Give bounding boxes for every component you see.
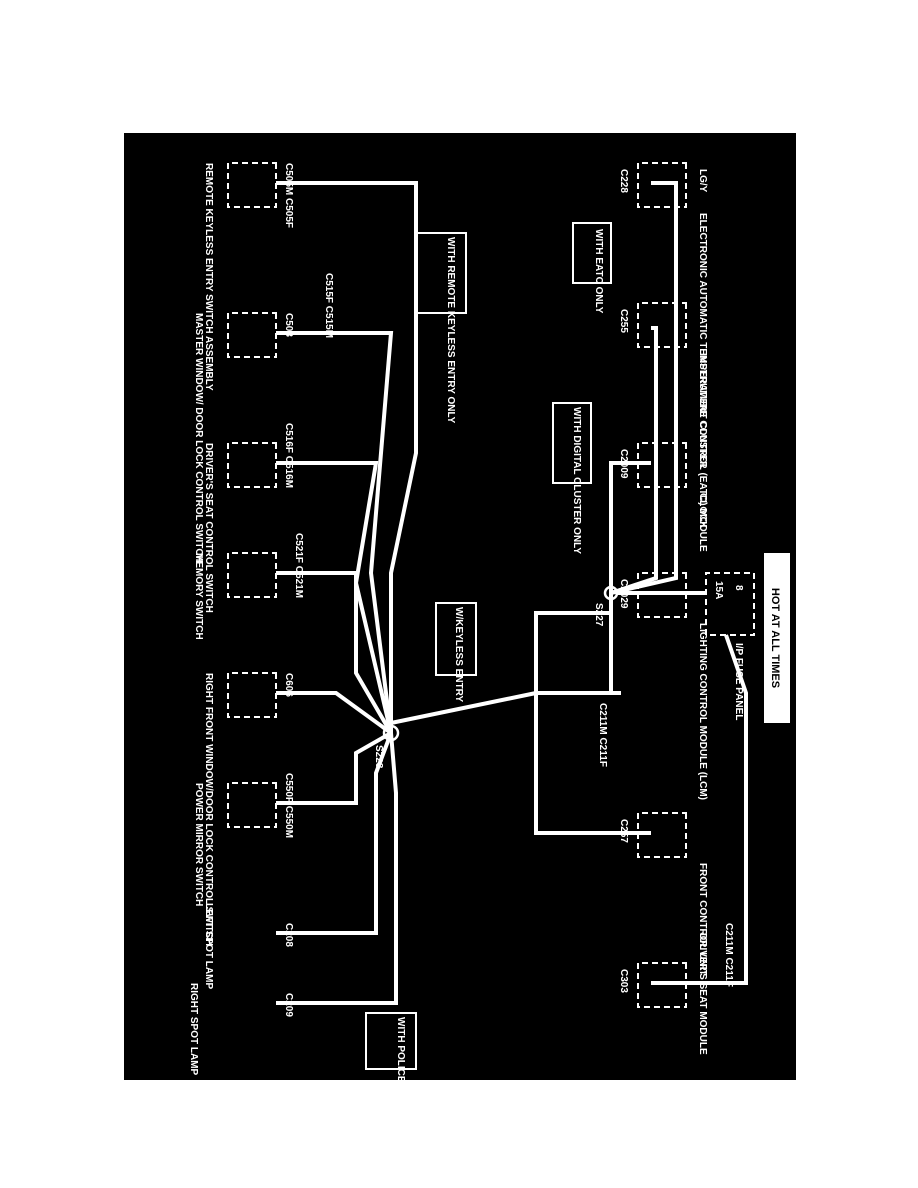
- callout-digital-box: [552, 402, 592, 484]
- wire-to-seat-module: [651, 634, 748, 985]
- master-window-box: [227, 312, 277, 358]
- memory-name: MEMORY SWITCH: [193, 553, 204, 640]
- hot-at-all-times-label: HOT AT ALL TIMES: [769, 588, 781, 688]
- lcm-box: [637, 572, 687, 618]
- wiring-diagram-panel: HOT AT ALL TIMES 8 15A I/P FUSE PANEL S2…: [124, 133, 796, 1080]
- left-spot-connector: C208: [283, 923, 294, 947]
- seat-switch-name: DRIVER'S SEAT CONTROL SWITCH: [203, 443, 214, 613]
- splice-s228-label: S228: [373, 745, 384, 769]
- fcu-connector: C257: [618, 819, 629, 843]
- memory-box: [227, 552, 277, 598]
- wire-to-remote-keyless: [276, 181, 418, 733]
- eatc-box: [637, 162, 687, 208]
- wire-to-mirror: [276, 731, 392, 805]
- rf-window-name: RIGHT FRONT WINDOW/DOOR LOCK CONTROL SWI…: [203, 673, 214, 946]
- c211-lower-label: C211M C211F: [723, 923, 734, 987]
- callout-eatc-box: [572, 222, 612, 284]
- rf-window-connector: C606: [283, 673, 294, 697]
- eatc-name: ELECTRONIC AUTOMATIC TEMPERATURE CONTROL…: [697, 213, 708, 552]
- eatc-connector: C228: [618, 169, 629, 193]
- fuse-panel-label: I/P FUSE PANEL: [733, 643, 744, 720]
- seat-switch-box: [227, 442, 277, 488]
- seat-module-box: [637, 962, 687, 1008]
- cluster-box: [637, 302, 687, 348]
- eatc-wire-color: LG/Y: [697, 169, 708, 193]
- right-spot-connector: C209: [283, 993, 294, 1017]
- callout-keyless-box: [435, 602, 477, 676]
- lcm-connector: C2029: [618, 579, 629, 609]
- callout-eatc: WITH EATC ONLY: [593, 229, 604, 314]
- fcu-box: [637, 812, 687, 858]
- wire-to-rf-window: [276, 691, 393, 735]
- wire-to-fcu: [534, 593, 651, 835]
- c211-upper-label: C211M C211F: [597, 703, 608, 767]
- clock-connector: C2009: [618, 449, 629, 479]
- callout-police-box: [365, 1012, 417, 1070]
- wire-to-right-spot: [276, 732, 398, 1005]
- seat-switch-connector: C516F C516M: [283, 423, 294, 488]
- seat-module-name: DRIVER'S SEAT MODULE: [697, 933, 708, 1055]
- cluster-name: INSTRUMENT CLUSTER: [697, 353, 708, 469]
- callout-remote-keyless-box: [415, 232, 467, 314]
- wire-to-s228: [390, 691, 537, 725]
- callout-remote-keyless: WITH REMOTE KEYLESS ENTRY ONLY: [445, 237, 456, 424]
- rf-window-box: [227, 672, 277, 718]
- fcu-name: FRONT CONTROL UNIT: [697, 863, 708, 976]
- wiring-diagram: HOT AT ALL TIMES 8 15A I/P FUSE PANEL S2…: [188, 162, 790, 1080]
- callout-digital-cluster: WITH DIGITAL CLUSTER ONLY: [571, 407, 582, 554]
- clock-box: [637, 442, 687, 488]
- master-window-name: MASTER WINDOW/ DOOR LOCK CONTROL SWITCH: [193, 313, 204, 563]
- master-window-connector: C503: [283, 313, 294, 337]
- wire-to-memory: [276, 571, 393, 735]
- wire-to-eatc: [610, 181, 678, 595]
- cluster-connector: C255: [618, 309, 629, 333]
- remote-keyless-box: [227, 162, 277, 208]
- fuse-panel-box: [705, 572, 755, 636]
- wire-to-left-spot: [276, 732, 393, 935]
- right-spot-name: RIGHT SPOT LAMP: [188, 983, 199, 1076]
- memory-connector: C521F C521M: [293, 533, 304, 598]
- hot-at-all-times-box: [764, 553, 790, 723]
- lcm-name: LIGHTING CONTROL MODULE (LCM): [697, 623, 708, 800]
- fuse-rating-label: 15A: [713, 581, 724, 599]
- remote-keyless-name: REMOTE KEYLESS ENTRY SWITCH ASSEMBLY: [203, 163, 214, 391]
- seat-module-connector: C303: [618, 969, 629, 993]
- mirror-name: POWER MIRROR SWITCH: [193, 783, 204, 906]
- fuse-pin-label: 8: [733, 585, 744, 591]
- callout-police: WITH POLICE OPTION: [395, 1017, 406, 1080]
- left-spot-name: LEFT SPOT LAMP: [203, 903, 214, 989]
- clock-name: CLOCK: [697, 493, 708, 529]
- wire-to-seat-switch: [276, 461, 393, 734]
- mirror-connector: C550F C550M: [283, 773, 294, 838]
- wire-to-master-window: [276, 331, 394, 734]
- c515-label: C515F C515M: [323, 273, 334, 338]
- mirror-box: [227, 782, 277, 828]
- callout-keyless: W/KEYLESS ENTRY: [453, 607, 464, 703]
- remote-keyless-connector: C505M C505F: [283, 163, 294, 228]
- wire-to-cluster: [610, 326, 658, 595]
